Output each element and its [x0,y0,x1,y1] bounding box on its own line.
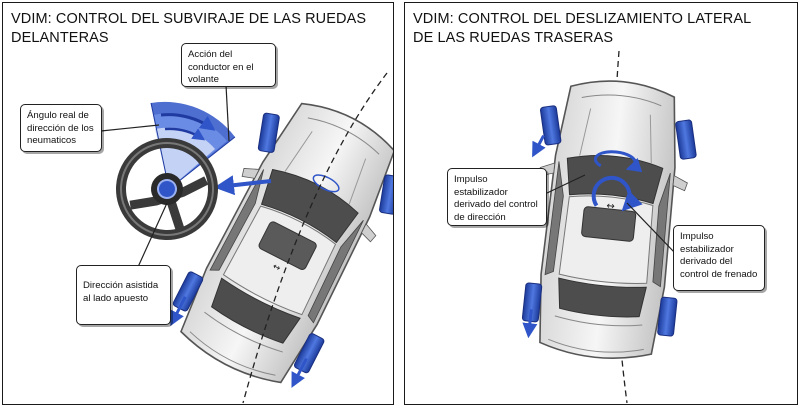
braking-yaw-arrow [591,175,643,212]
svg-text:↔: ↔ [271,262,283,275]
front-right-wheel [675,119,697,160]
car-illustration: ↔ [160,83,393,400]
callout-real-angle: Ángulo real de dirección de los neumatic… [20,104,102,152]
rear-right-wheel [657,296,678,337]
callout-steering-pulse: Impulso estabilizador derivado del contr… [447,168,547,226]
callout-braking-pulse: Impulso estabilizador derivado del contr… [673,225,765,291]
front-left-wheel [539,105,562,146]
understeer-diagram: ↔ [100,72,393,404]
panel-title: VDIM: CONTROL DEL SUBVIRAJE DE LAS RUEDA… [11,11,367,46]
understeer-panel: VDIM: CONTROL DEL SUBVIRAJE DE LAS RUEDA… [2,2,394,405]
leader-steering-pulse [546,174,586,194]
callout-driver-action: Acción del conductor en el volante [181,43,276,87]
front-left-wheel [257,112,280,153]
svg-text:↔: ↔ [606,201,615,213]
leader-assist [137,202,168,268]
front-right-wheel [379,174,393,215]
leader-real-angle [100,124,160,132]
callout-assist: Dirección asistida al lado apuesto [76,265,171,325]
assist-force-arrow [214,175,272,196]
car-illustration: ↔ [520,73,699,366]
oversteer-panel: VDIM: CONTROL DEL DESLIZAMIENTO LATERAL … [404,2,798,405]
oversteer-diagram: ↔ [520,50,699,404]
steering-yaw-arrow [593,150,643,173]
leader-braking-pulse [626,202,676,254]
leader-driver-action [225,84,230,142]
panel-title: VDIM: CONTROL DEL DESLIZAMIENTO LATERAL … [413,11,751,46]
steering-wheel [116,138,218,240]
trajectory-line [242,72,388,404]
